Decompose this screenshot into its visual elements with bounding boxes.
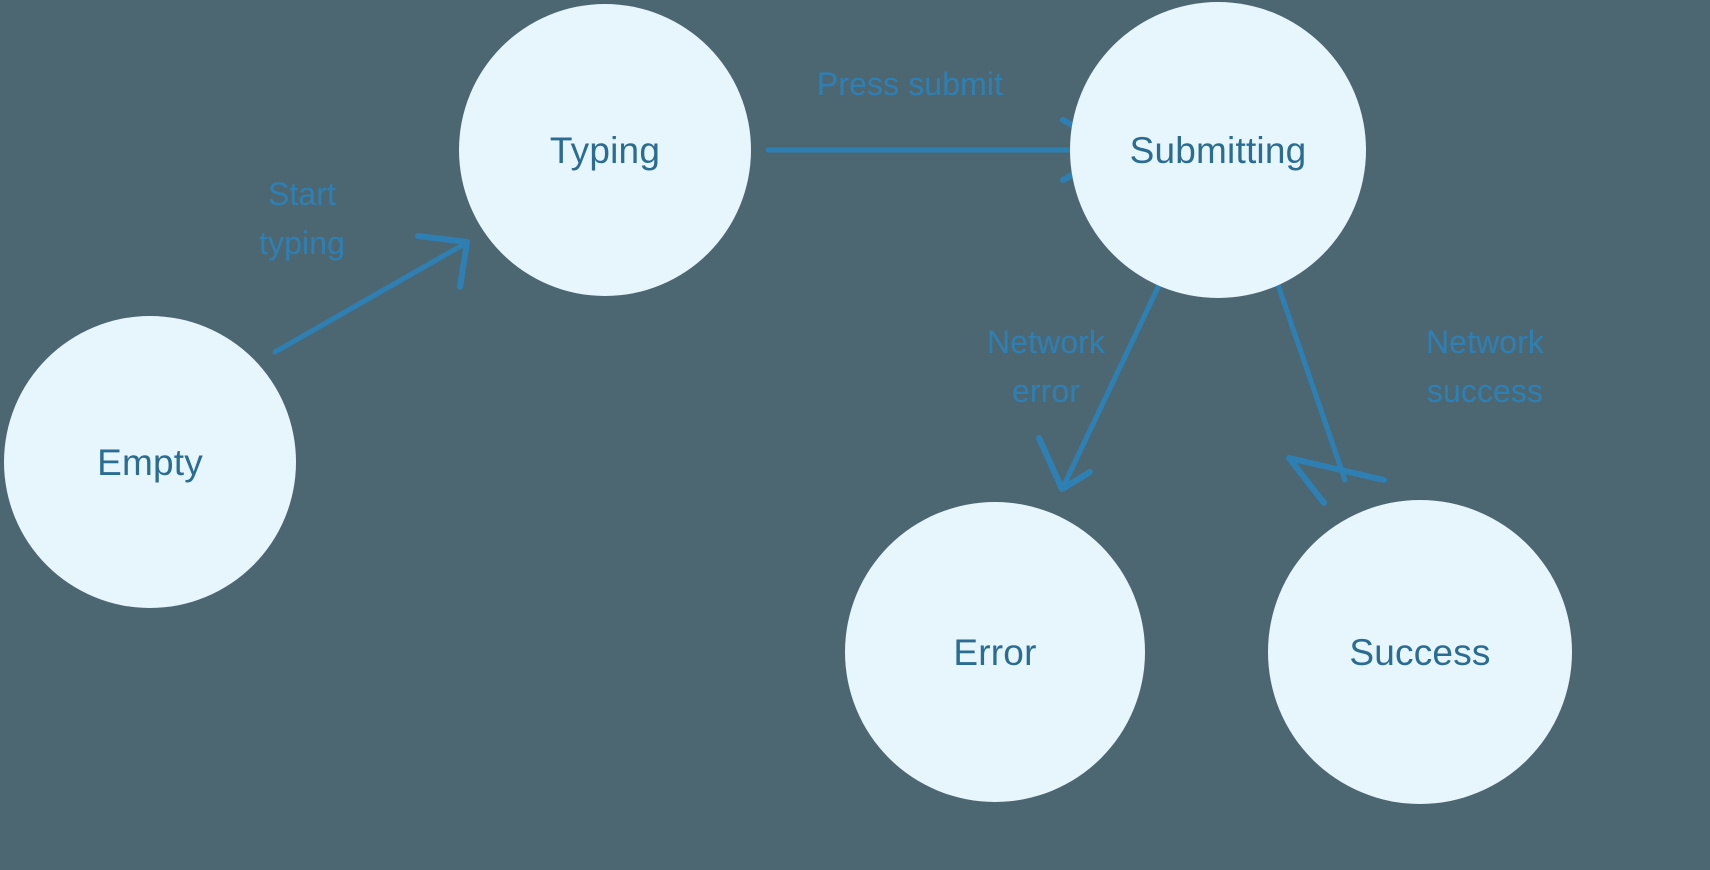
- state-node-error[interactable]: Error: [845, 502, 1145, 802]
- edge-submitting-to-error: [1036, 280, 1163, 492]
- state-node-typing-label: Typing: [549, 129, 661, 171]
- state-node-submitting[interactable]: Submitting: [1070, 2, 1366, 298]
- edge-submitting-to-success: [1275, 282, 1387, 506]
- edge-label-press-submit: Press submit: [816, 66, 1004, 102]
- state-node-success-label: Success: [1349, 631, 1491, 673]
- state-node-typing[interactable]: Typing: [459, 4, 751, 296]
- edge-label-network-error: Network error: [986, 324, 1106, 409]
- state-node-empty[interactable]: Empty: [4, 316, 296, 608]
- edge-label-network-success: Network success: [1425, 324, 1545, 409]
- edge-typing-to-submitting: [765, 117, 1120, 183]
- edge-empty-to-typing: [272, 233, 470, 355]
- edge-label-start-typing: Start typing: [259, 176, 345, 261]
- state-node-empty-label: Empty: [97, 441, 203, 483]
- state-node-submitting-label: Submitting: [1129, 129, 1307, 171]
- state-node-error-label: Error: [953, 631, 1037, 673]
- state-node-success[interactable]: Success: [1268, 500, 1572, 804]
